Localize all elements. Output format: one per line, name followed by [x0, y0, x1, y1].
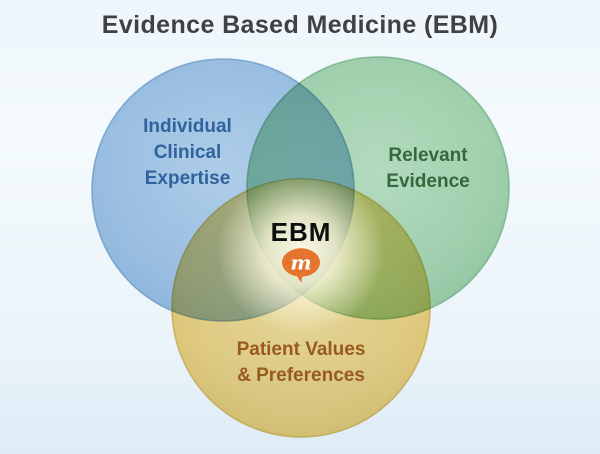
m-speech-bubble-logo-icon: m [279, 245, 323, 289]
center-label-ebm: EBM [270, 217, 332, 247]
label-patient-values-preferences: Patient Values & Preferences [236, 339, 366, 387]
logo-letter: m [290, 251, 311, 275]
page-title: Evidence Based Medicine (EBM) [101, 11, 499, 39]
label-individual-clinical-expertise: Individual Clinical Expertise [143, 116, 232, 190]
label-relevant-evidence: Relevant Evidence [386, 145, 470, 193]
